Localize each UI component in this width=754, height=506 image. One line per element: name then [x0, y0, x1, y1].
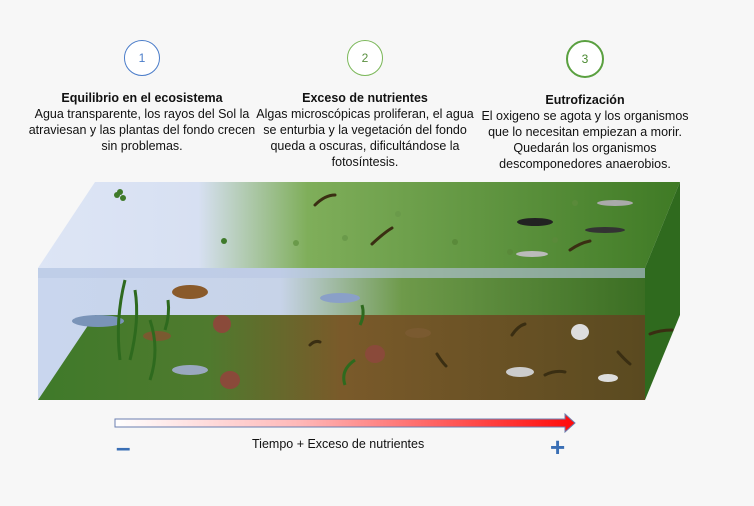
step-number-badge: 2 — [347, 40, 383, 76]
step-number-badge: 3 — [566, 40, 604, 78]
step-3: 3 Eutrofización El oxigeno se agota y lo… — [480, 40, 690, 172]
step-2: 2 Exceso de nutrientes Algas microscópic… — [250, 40, 480, 170]
tank-front-face — [38, 268, 645, 400]
tank-top-face — [38, 182, 680, 268]
step-number-badge: 1 — [124, 40, 160, 76]
algae-clusters — [114, 189, 578, 255]
step-title: Exceso de nutrientes — [302, 91, 428, 105]
time-arrow — [114, 412, 576, 434]
step-1: 1 Equilibrio en el ecosistema Agua trans… — [27, 40, 257, 154]
axis-label: Tiempo + Exceso de nutrientes — [252, 437, 425, 451]
minus-sign: – — [116, 432, 131, 462]
fish — [72, 200, 633, 382]
step-title: Equilibrio en el ecosistema — [61, 91, 223, 105]
step-title: Eutrofización — [545, 93, 625, 107]
step-description: Agua transparente, los rayos del Sol la … — [28, 107, 256, 153]
plants — [116, 279, 365, 386]
tank-right-face — [645, 182, 680, 400]
plus-sign: + — [550, 432, 566, 462]
crayfish — [213, 315, 589, 389]
step-description: El oxigeno se agota y los organismos que… — [481, 109, 689, 171]
step-description: Algas microscópicas proliferan, el agua … — [256, 107, 474, 169]
worms — [308, 193, 674, 377]
